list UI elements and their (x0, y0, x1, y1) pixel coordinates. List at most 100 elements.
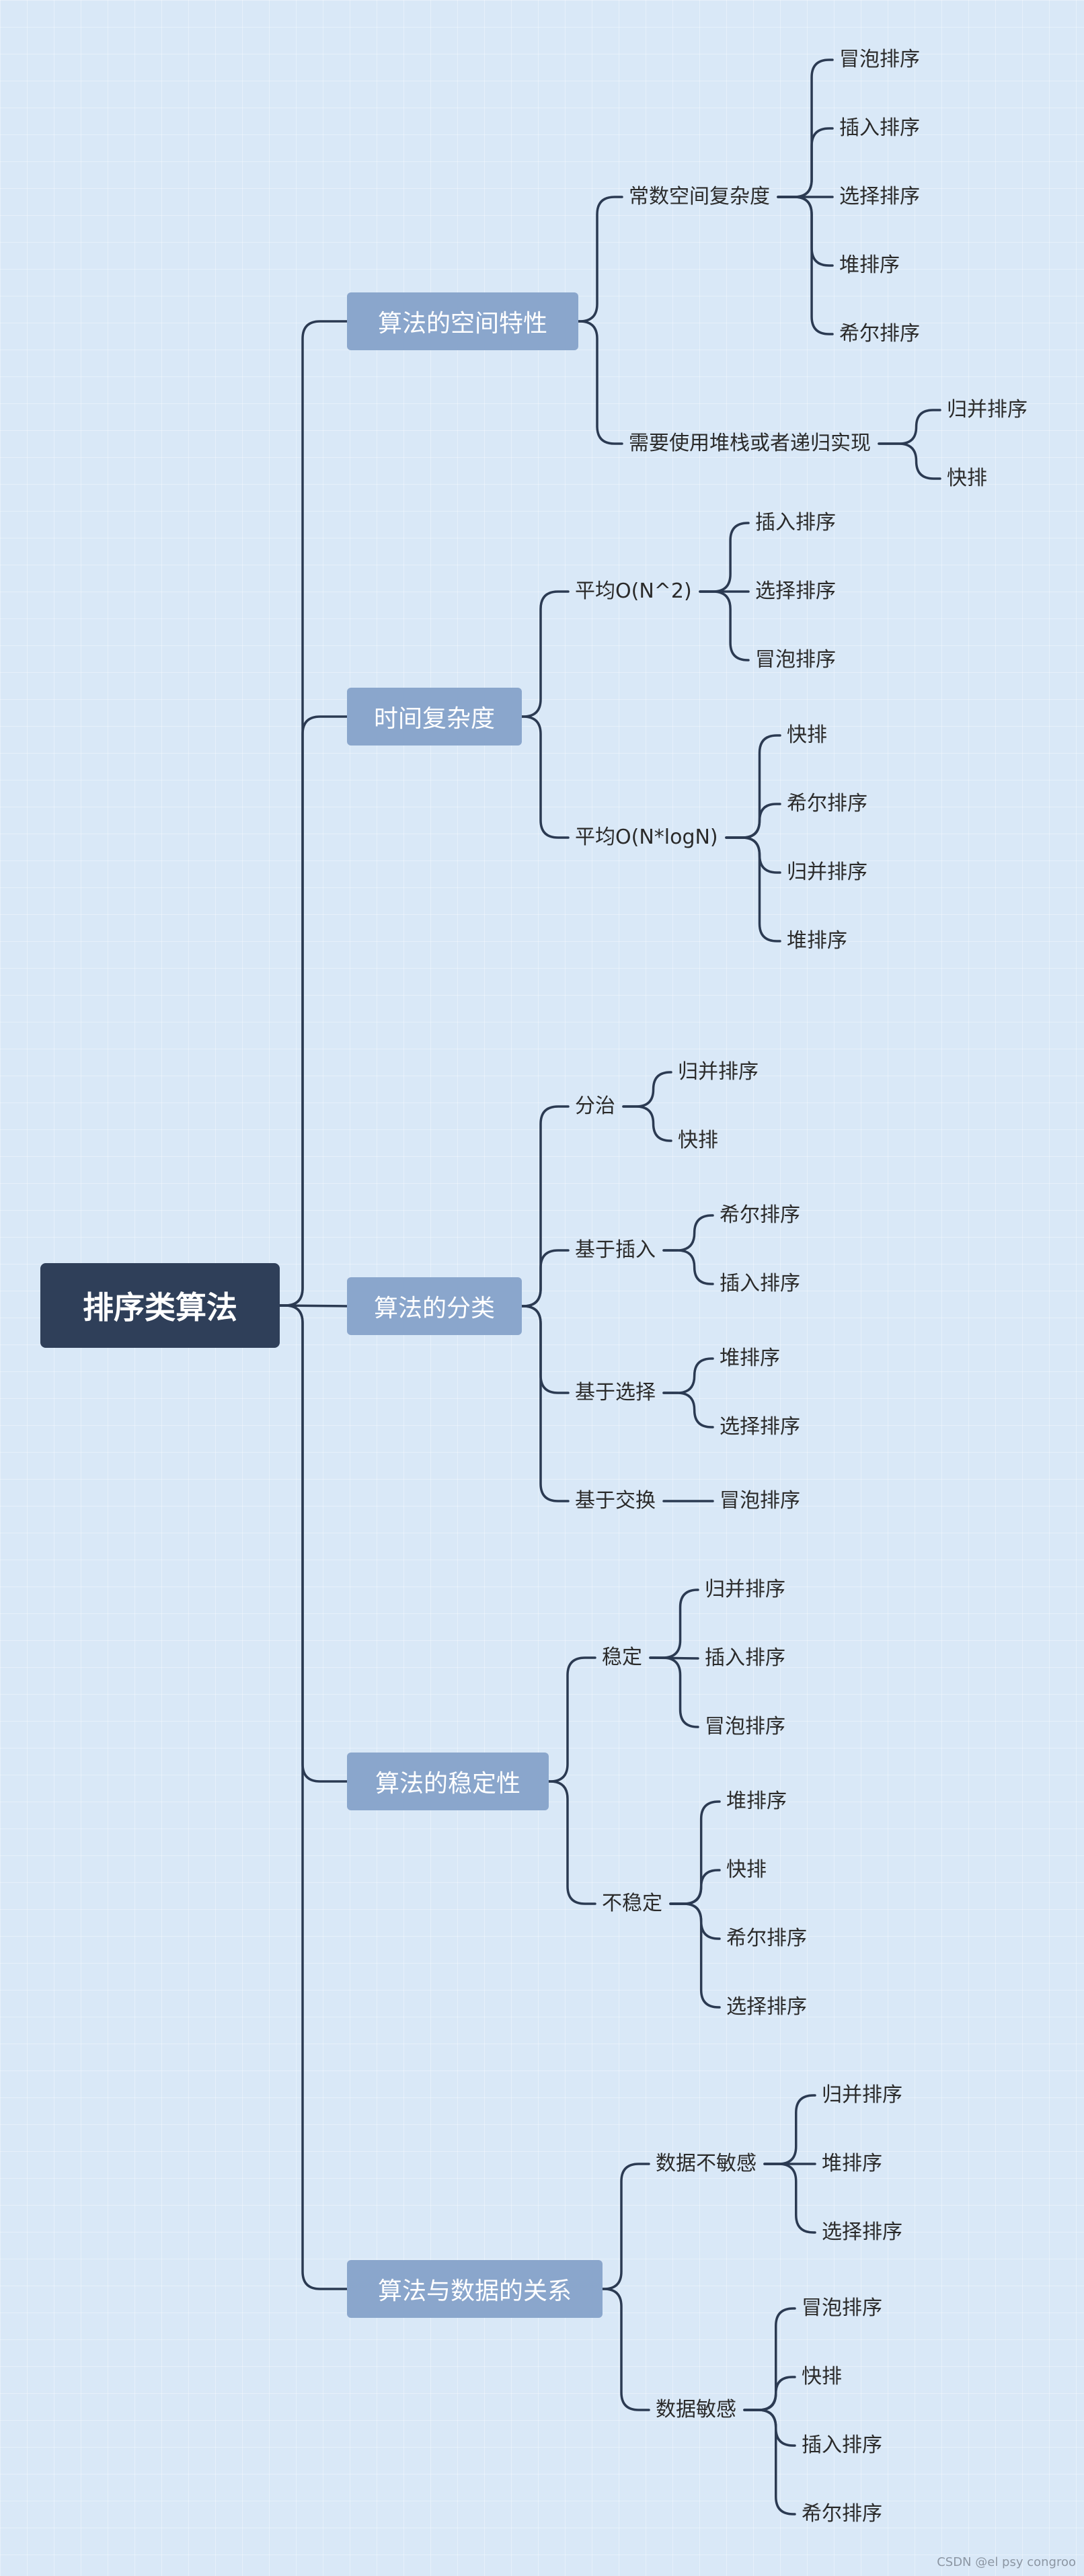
watermark: CSDN @el psy congroo (937, 2555, 1076, 2569)
branch-time-complexity[interactable]: 时间复杂度 (347, 688, 522, 746)
leaf-node[interactable]: 冒泡排序 (839, 48, 920, 71)
sub-connector (649, 1588, 699, 1659)
sub-connector (662, 1357, 714, 1394)
leaf-node[interactable]: 冒泡排序 (705, 1715, 785, 1738)
sub-connector (725, 803, 781, 839)
sub-connector (649, 1656, 699, 1728)
sub-connector (669, 1800, 721, 1905)
sub-connector (669, 1902, 721, 2009)
sub-connector (743, 2409, 796, 2515)
leaf-node[interactable]: 归并排序 (947, 398, 1028, 421)
leaf-node[interactable]: 选择排序 (755, 579, 836, 603)
leaf-node[interactable]: 希尔排序 (787, 792, 867, 815)
sub-node[interactable]: 基于交换 (575, 1489, 656, 1513)
sub-node[interactable]: 常数空间复杂度 (629, 185, 770, 208)
sub-connector (699, 522, 750, 593)
sub-connector (878, 409, 941, 445)
sub-connector (743, 2409, 796, 2447)
sub-node[interactable]: 基于选择 (575, 1381, 656, 1404)
sub-connector (725, 836, 781, 942)
branch-stability[interactable]: 算法的稳定性 (347, 1753, 549, 1810)
sub-connector (622, 1071, 672, 1108)
sub-node[interactable]: 数据敏感 (656, 2398, 736, 2421)
leaf-node[interactable]: 希尔排序 (802, 2502, 882, 2526)
leaf-node[interactable]: 堆排序 (839, 253, 900, 277)
leaf-node[interactable]: 选择排序 (822, 2220, 902, 2244)
sub-connector (622, 1105, 672, 1142)
leaf-node[interactable]: 归并排序 (678, 1060, 759, 1084)
root-connector (278, 1304, 348, 1783)
root-connector (278, 1304, 348, 2290)
leaf-node[interactable]: 希尔排序 (839, 322, 920, 346)
sub-node[interactable]: 平均O(N*logN) (575, 826, 718, 849)
sub-connector (662, 1392, 714, 1428)
leaf-node[interactable]: 堆排序 (787, 929, 847, 953)
sub-connector (777, 196, 834, 267)
sub-connector (743, 2376, 796, 2411)
root-connector (278, 320, 348, 1307)
root-connector (278, 715, 348, 1307)
leaf-node[interactable]: 希尔排序 (726, 1927, 807, 1950)
sub-node[interactable]: 数据不敏感 (656, 2152, 757, 2175)
sub-connector (777, 127, 834, 198)
leaf-node[interactable]: 冒泡排序 (755, 648, 836, 672)
sub-connector (662, 1214, 714, 1252)
leaf-node[interactable]: 冒泡排序 (802, 2296, 882, 2320)
sub-connector (763, 2094, 816, 2165)
branch-connector (520, 590, 570, 718)
leaf-node[interactable]: 插入排序 (705, 1646, 785, 1670)
branch-space-characteristics[interactable]: 算法的空间特性 (347, 292, 578, 350)
sub-node[interactable]: 平均O(N^2) (575, 579, 692, 603)
sub-connector (878, 442, 941, 480)
leaf-node[interactable]: 插入排序 (755, 511, 836, 534)
leaf-node[interactable]: 快排 (726, 1858, 767, 1882)
branch-connector (520, 1305, 570, 1394)
sub-connector (669, 1902, 721, 1940)
sub-connector (777, 196, 834, 335)
leaf-node[interactable]: 堆排序 (720, 1346, 780, 1370)
leaf-node[interactable]: 选择排序 (839, 185, 920, 208)
leaf-node[interactable]: 插入排序 (839, 116, 920, 140)
branch-connector (601, 2288, 650, 2411)
leaf-node[interactable]: 冒泡排序 (720, 1489, 800, 1513)
leaf-node[interactable]: 堆排序 (822, 2152, 882, 2175)
leaf-node[interactable]: 归并排序 (822, 2083, 902, 2107)
leaf-node[interactable]: 快排 (802, 2365, 842, 2388)
leaf-node[interactable]: 快排 (678, 1129, 718, 1152)
leaf-node[interactable]: 快排 (787, 723, 827, 747)
branch-classification[interactable]: 算法的分类 (347, 1277, 522, 1335)
leaf-node[interactable]: 快排 (947, 467, 987, 490)
sub-node[interactable]: 稳定 (602, 1646, 642, 1669)
branch-connector (547, 1656, 596, 1783)
leaf-node[interactable]: 堆排序 (726, 1789, 787, 1813)
sub-node[interactable]: 不稳定 (602, 1892, 662, 1915)
root-node[interactable]: 排序类算法 (40, 1263, 280, 1348)
leaf-node[interactable]: 选择排序 (720, 1415, 800, 1439)
sub-connector (763, 2163, 816, 2234)
branch-data-relation[interactable]: 算法与数据的关系 (347, 2260, 603, 2318)
leaf-node[interactable]: 归并排序 (705, 1578, 785, 1601)
branch-connector (547, 1780, 596, 1905)
branch-connector (520, 1305, 570, 1502)
sub-connector (743, 2307, 796, 2411)
branch-connector (577, 320, 623, 445)
sub-connector (699, 590, 750, 661)
sub-connector (725, 836, 781, 874)
branch-connector (520, 1249, 570, 1307)
sub-node[interactable]: 需要使用堆栈或者递归实现 (629, 432, 871, 455)
sub-connector (662, 1249, 714, 1285)
branch-connector (601, 2163, 650, 2290)
leaf-node[interactable]: 选择排序 (726, 1995, 807, 2019)
branch-connector (577, 196, 623, 323)
sub-node[interactable]: 基于插入 (575, 1238, 656, 1262)
leaf-node[interactable]: 归并排序 (787, 860, 867, 884)
sub-node[interactable]: 分治 (575, 1094, 615, 1118)
branch-connector (520, 1105, 570, 1307)
leaf-node[interactable]: 插入排序 (720, 1272, 800, 1295)
leaf-node[interactable]: 插入排序 (802, 2433, 882, 2457)
leaf-node[interactable]: 希尔排序 (720, 1203, 800, 1227)
branch-connector (520, 715, 570, 839)
sub-connector (725, 734, 781, 839)
